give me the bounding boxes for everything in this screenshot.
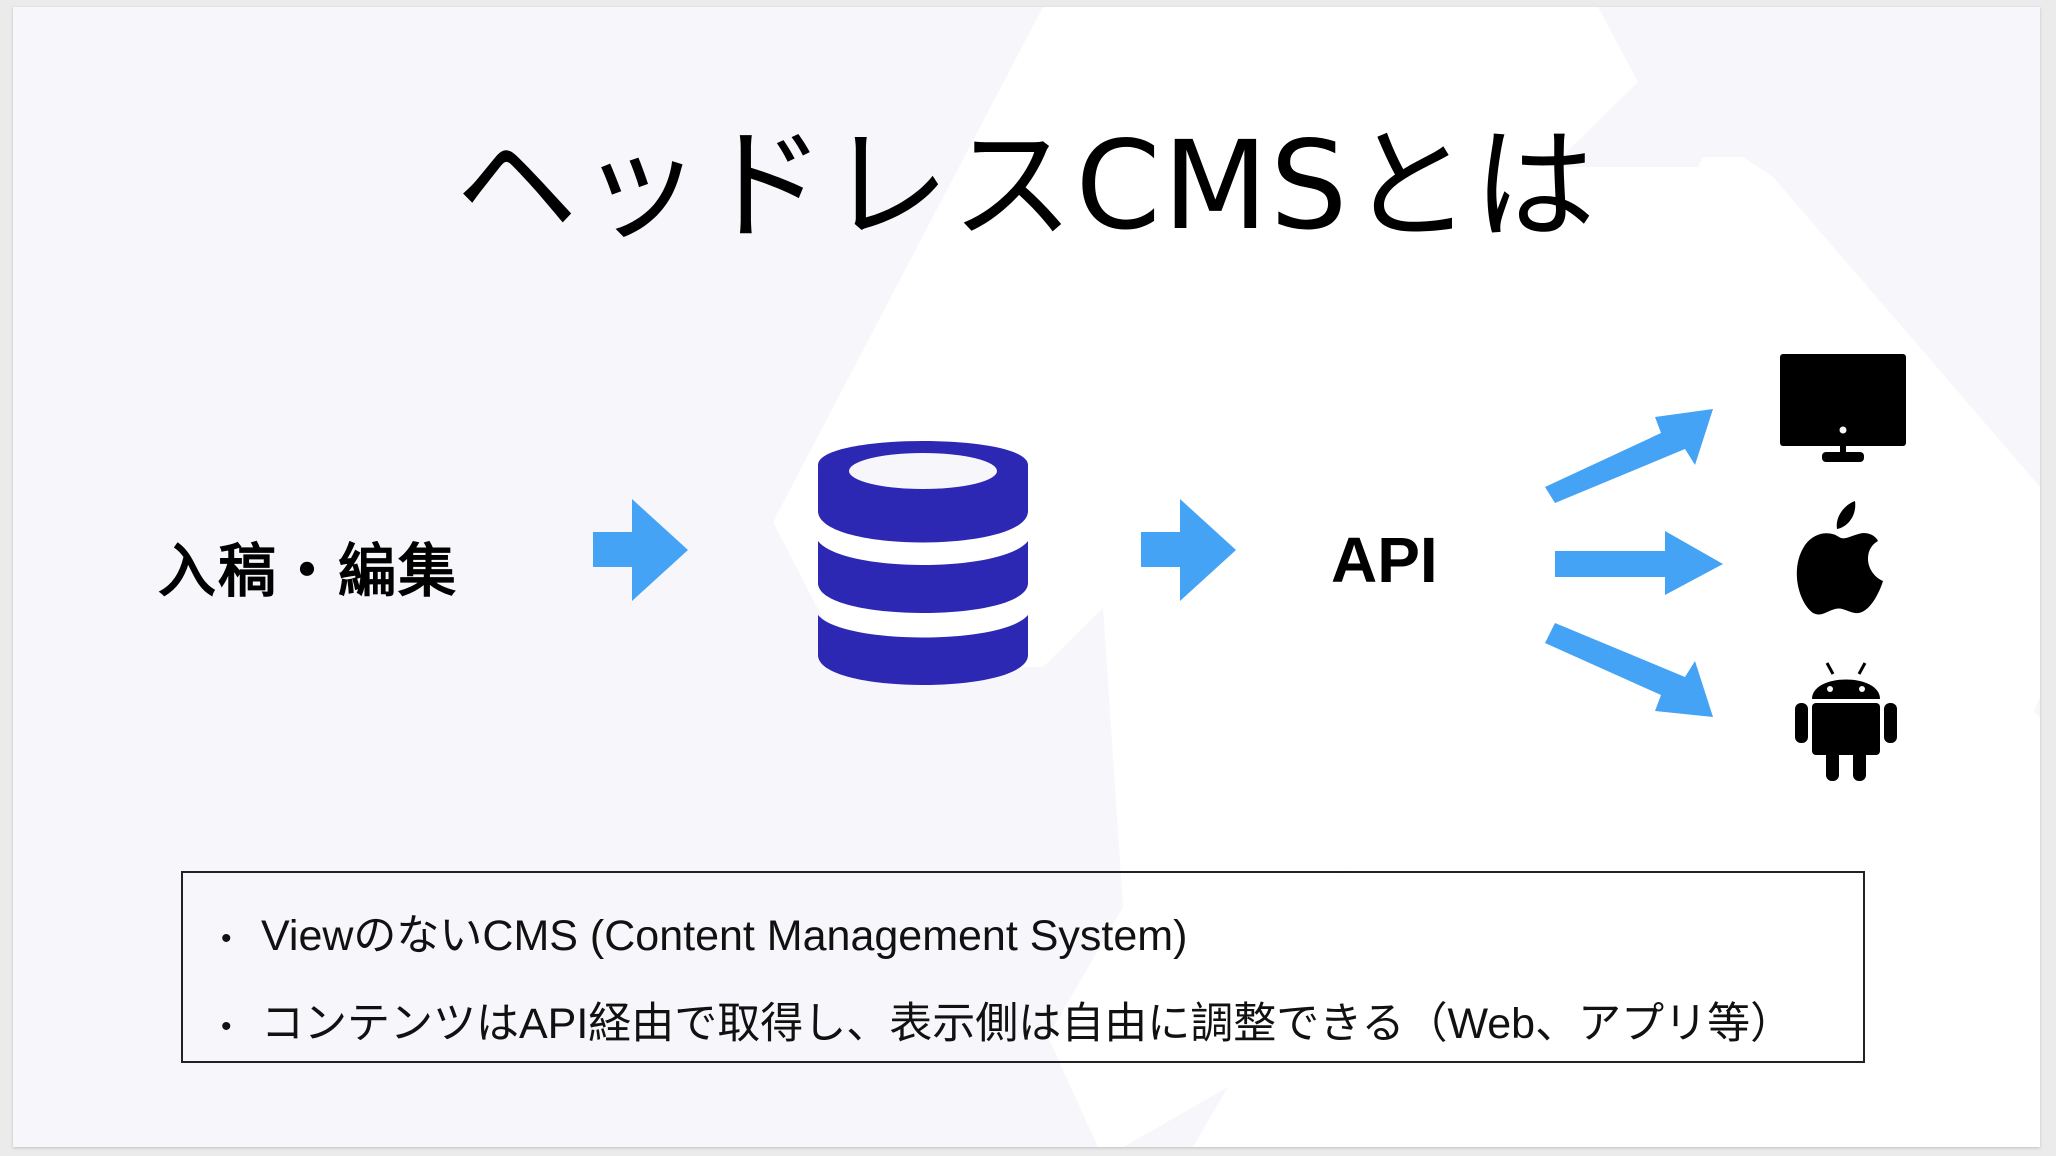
note-text: ViewのないCMS (Content Management System) [261,912,1188,960]
slide: ヘッドレスCMSとは 入稿・編集 API [13,7,2040,1147]
bullet: • [221,1009,232,1043]
slide-title: ヘッドレスCMSとは [455,115,1598,257]
input-edit-label: 入稿・編集 [158,537,459,605]
arrow-up-right-icon [1545,409,1713,503]
monitor-icon [1780,354,1906,462]
note-item: • コンテンツはAPI経由で取得し、表示側は自由に調整できる（Web、アプリ等） [221,989,1793,1051]
database-icon [818,441,1028,685]
arrow-right-icon [1555,531,1723,595]
note-item: • ViewのないCMS (Content Management System) [221,901,1187,963]
arrow-down-right-icon [1545,623,1713,717]
bullet: • [221,921,232,955]
note-text: コンテンツはAPI経由で取得し、表示側は自由に調整できる（Web、アプリ等） [261,1000,1794,1048]
arrow-right-icon [1141,499,1236,601]
android-icon [1795,662,1897,781]
api-label: API [1331,524,1438,596]
notes-box: •ViewのないCMS (Content Management System) … [181,871,1865,1063]
apple-icon [1796,501,1883,615]
arrow-right-icon [593,499,688,601]
